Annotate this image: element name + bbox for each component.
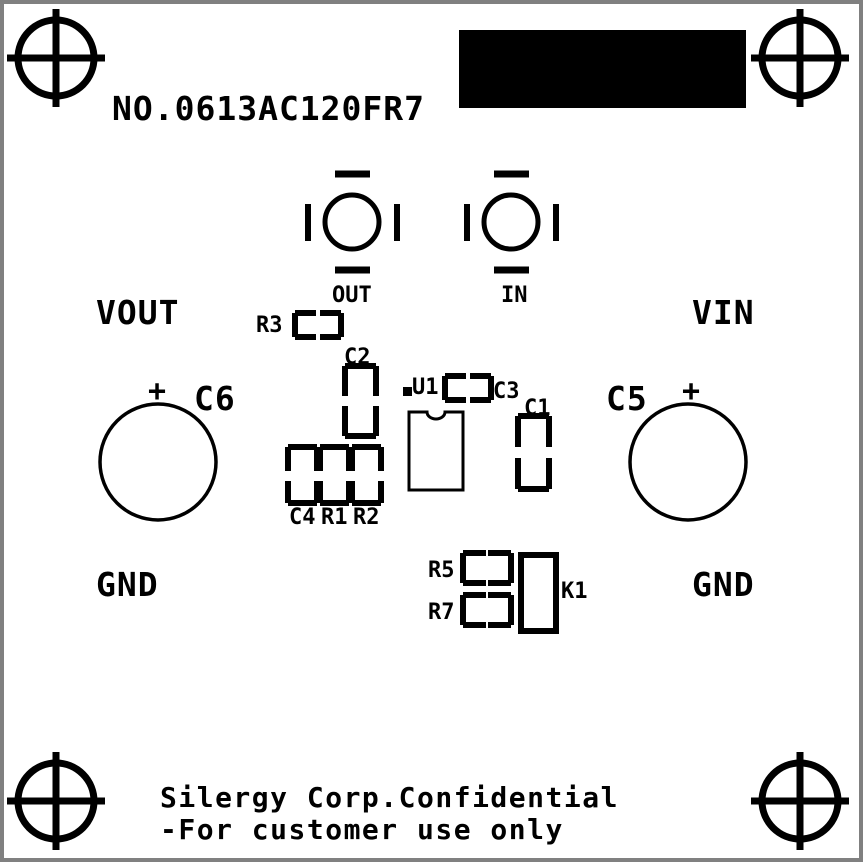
refdes-r1: R1 bbox=[321, 505, 348, 530]
component-outline-c6 bbox=[98, 402, 218, 522]
fiducial-top-left bbox=[7, 9, 105, 107]
c6-refdes: C6 bbox=[194, 379, 236, 418]
component-outline-c2 bbox=[342, 363, 379, 439]
refdes-r7: R7 bbox=[428, 600, 455, 625]
refdes-r2: R2 bbox=[353, 505, 380, 530]
component-outline-c4 bbox=[285, 444, 320, 506]
net-label-vout: VOUT bbox=[96, 293, 180, 332]
c6-polarity-plus: + bbox=[148, 374, 167, 409]
terminal-label-in: IN bbox=[501, 283, 528, 308]
terminal-pad-out bbox=[305, 170, 400, 274]
board-part-number: NO.0613AC120FR7 bbox=[112, 89, 426, 128]
component-outline-r7 bbox=[460, 592, 514, 628]
refdes-r3: R3 bbox=[256, 313, 283, 338]
net-label-vin: VIN bbox=[692, 293, 755, 332]
component-outline-c1 bbox=[515, 413, 552, 492]
pcb-board-outline: NO.0613AC120FR7 VOUT VIN GND GND OUT IN … bbox=[4, 4, 859, 858]
component-outline-r1 bbox=[317, 444, 352, 506]
silkscreen-graphics-layer bbox=[7, 9, 849, 850]
component-outline-u1 bbox=[407, 410, 465, 492]
terminal-label-out: OUT bbox=[332, 283, 372, 308]
component-outline-c5 bbox=[628, 402, 748, 522]
redacted-logo-block bbox=[459, 30, 746, 108]
component-outline-r3 bbox=[292, 310, 344, 340]
net-label-gnd-left: GND bbox=[96, 565, 159, 604]
refdes-c3: C3 bbox=[493, 379, 520, 404]
c5-refdes: C5 bbox=[606, 379, 648, 418]
refdes-r5: R5 bbox=[428, 558, 455, 583]
fiducial-top-right bbox=[751, 9, 849, 107]
refdes-c4: C4 bbox=[289, 505, 316, 530]
net-label-gnd-right: GND bbox=[692, 565, 755, 604]
component-outline-c3 bbox=[442, 373, 494, 403]
fiducial-bottom-right bbox=[751, 752, 849, 850]
component-outline-r2 bbox=[349, 444, 384, 506]
refdes-k1: K1 bbox=[561, 579, 588, 604]
u1-pin1-marker-dot bbox=[403, 387, 412, 396]
component-outline-r5 bbox=[460, 550, 514, 586]
footer-line-1: Silergy Corp.Confidential bbox=[160, 781, 619, 814]
component-outline-k1 bbox=[518, 552, 559, 634]
fiducial-bottom-left bbox=[7, 752, 105, 850]
footer-line-2: -For customer use only bbox=[160, 813, 564, 846]
terminal-pad-in bbox=[464, 170, 559, 274]
c5-polarity-plus: + bbox=[682, 374, 701, 409]
refdes-u1: U1 bbox=[412, 375, 439, 400]
